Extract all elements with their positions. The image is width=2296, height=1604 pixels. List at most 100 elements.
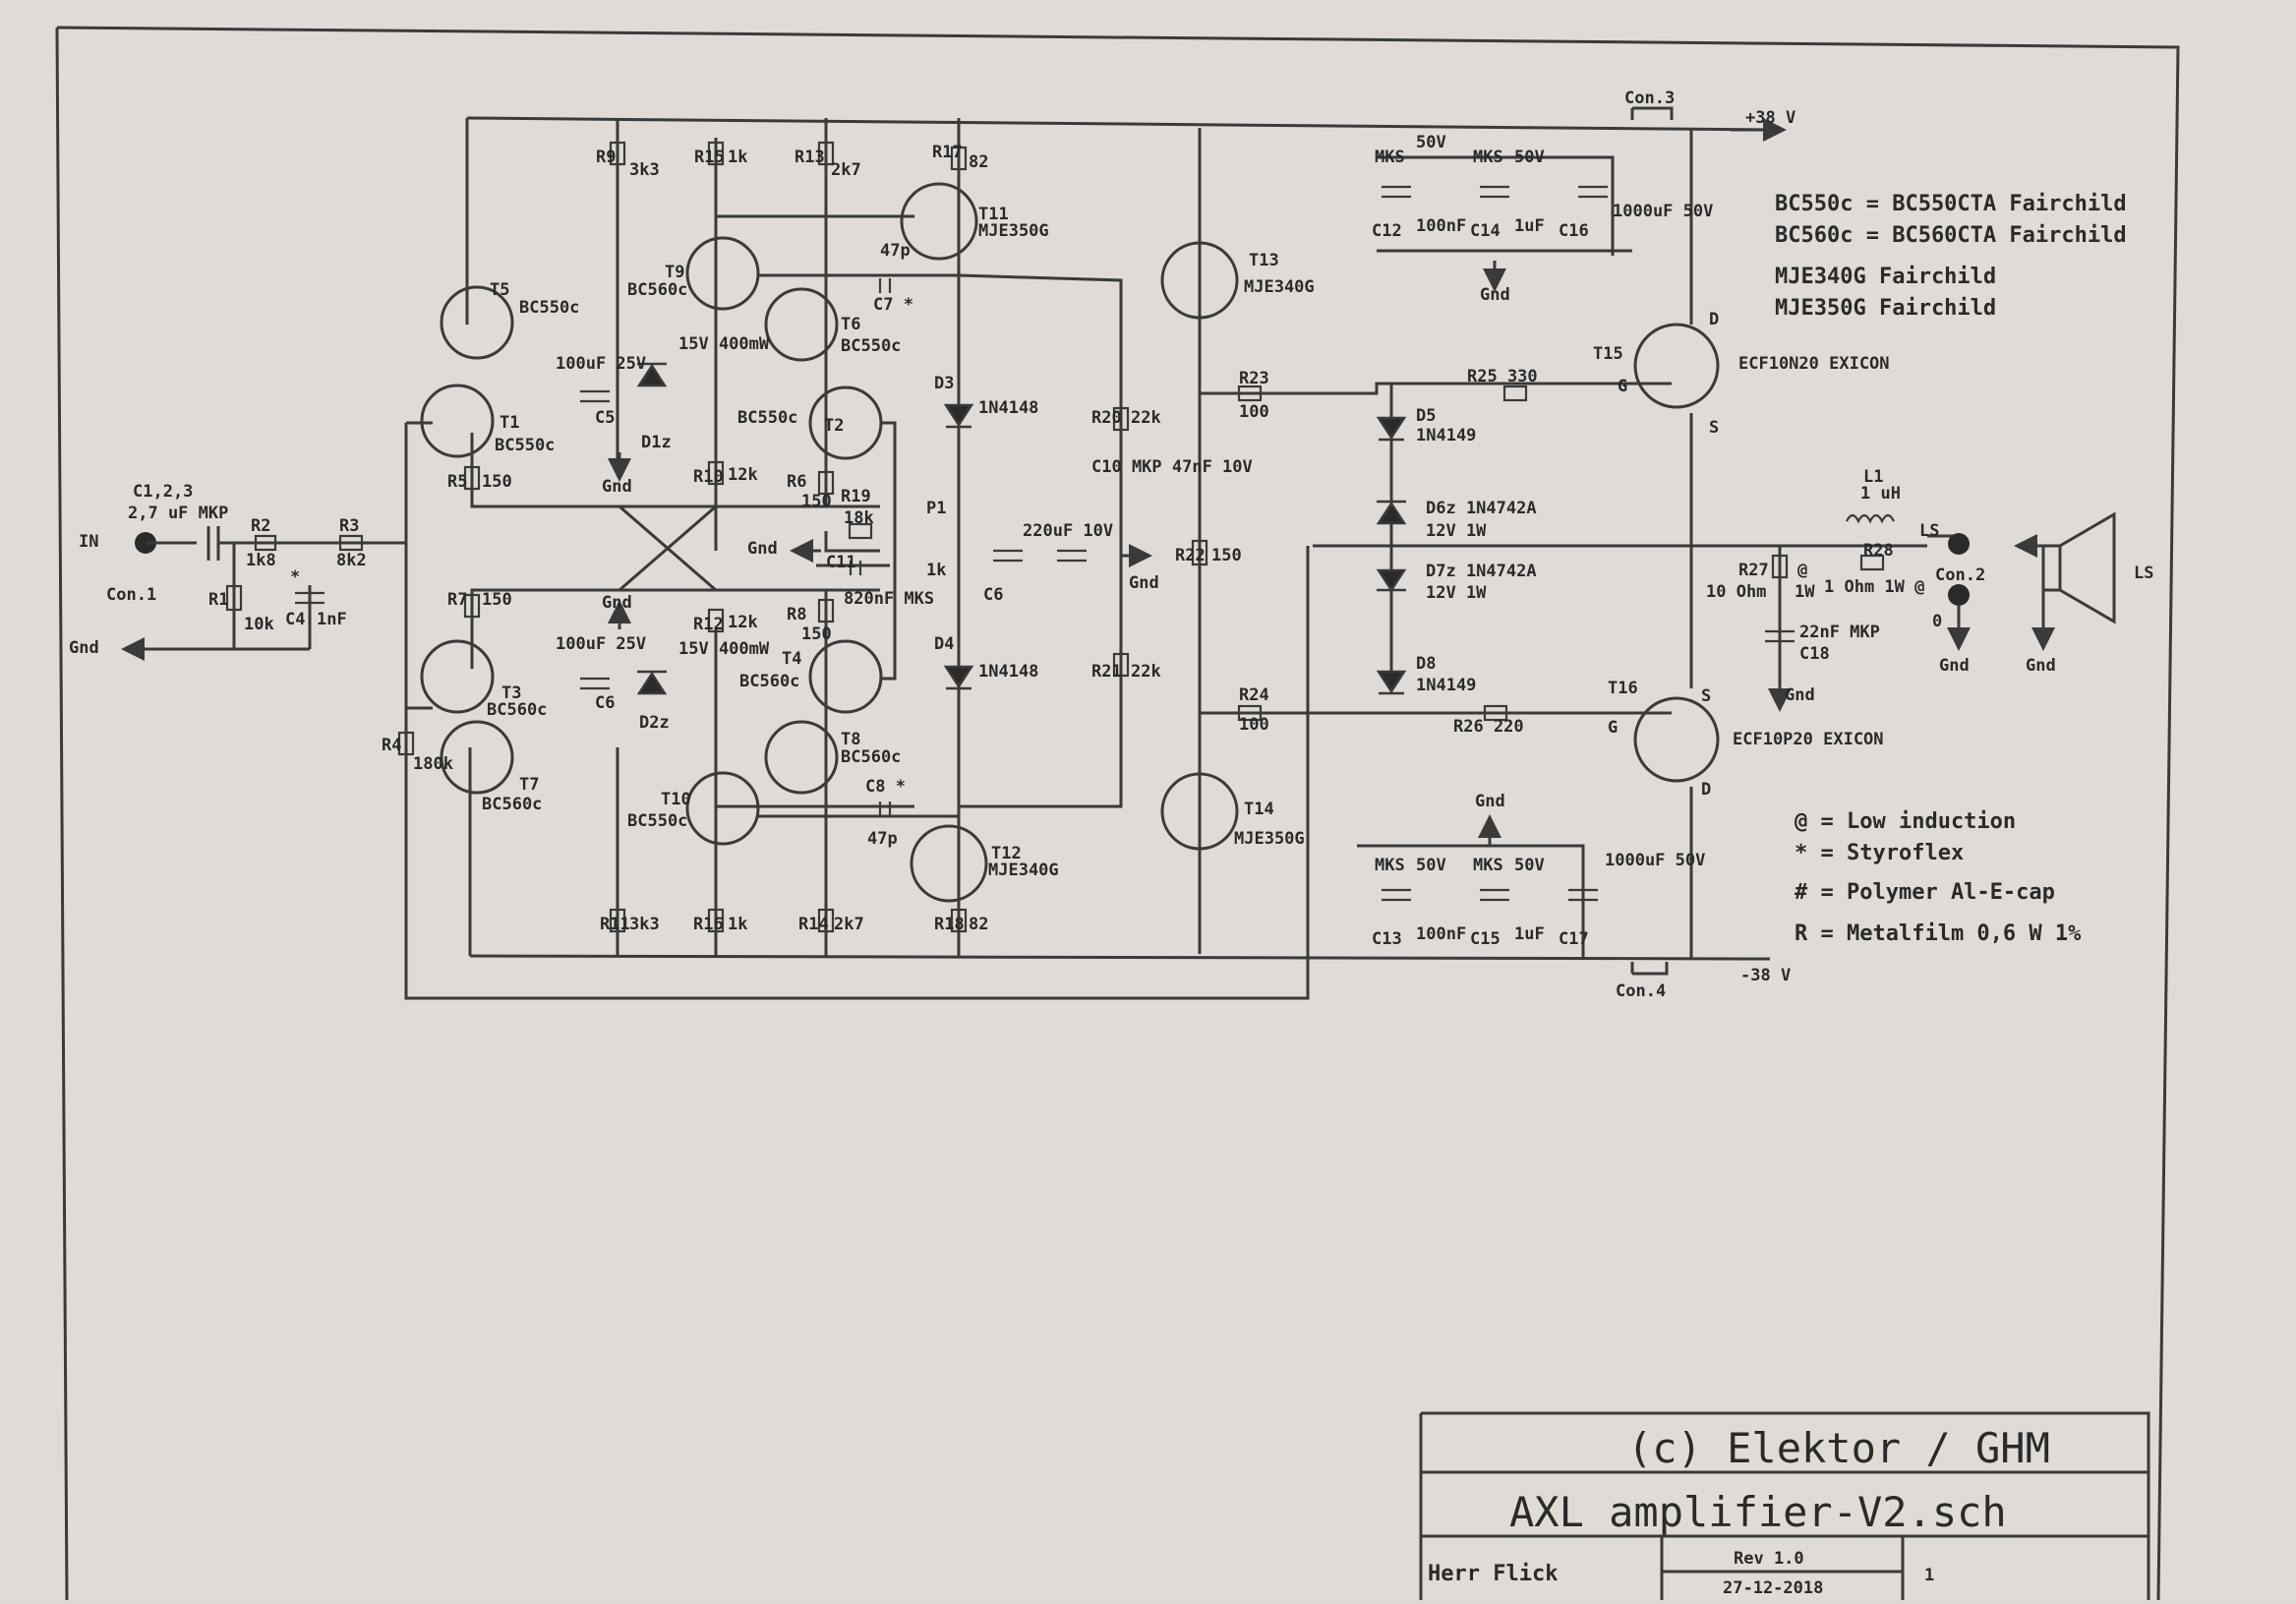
zero-label: 0	[1932, 612, 1942, 631]
resistor-r22	[1191, 539, 1208, 566]
equiv-note-1: BC560c = BC560CTA Fairchild	[1775, 223, 2127, 248]
diode-d4	[943, 665, 974, 690]
sheet-frame-left	[55, 27, 69, 1601]
capacitor-c14	[1480, 185, 1509, 199]
r17-label: R17	[932, 143, 963, 162]
connector-con3-bracket	[1630, 106, 1674, 120]
p1-value: 1k	[926, 561, 946, 580]
r23-label: R23	[1239, 369, 1269, 388]
transistor-t6	[764, 287, 839, 362]
connector-con3-label: Con.3	[1624, 89, 1675, 108]
r24-value: 100	[1239, 715, 1269, 735]
c4-value: 1nF	[317, 610, 347, 629]
legend-note-0: @ = Low induction	[1795, 809, 2016, 834]
r21-value: 22k	[1131, 662, 1161, 682]
transistor-t2	[808, 386, 883, 460]
c18-label: C18	[1799, 644, 1830, 664]
c6-feedback-value: 220uF 10V	[1023, 521, 1113, 541]
r7-value: 150	[482, 590, 512, 610]
capacitor-c5	[580, 389, 610, 403]
transistor-t8	[764, 720, 839, 795]
resistor-r25	[1502, 385, 1528, 402]
c6-feedback-label: C6	[983, 585, 1003, 605]
inductor-l1	[1846, 513, 1895, 524]
t12-label: T12	[991, 844, 1022, 863]
c13-voltage: 50V	[1416, 856, 1446, 875]
r3-label: R3	[339, 516, 359, 536]
r2-value: 1k8	[246, 551, 276, 570]
gnd-label-d2z: Gnd	[602, 593, 632, 613]
transistor-t10	[685, 771, 760, 846]
capacitor-c12	[1382, 185, 1411, 199]
resistor-r3	[338, 534, 364, 552]
capacitor-c18	[1765, 629, 1795, 643]
equiv-note-0: BC550c = BC550CTA Fairchild	[1775, 192, 2127, 216]
mosfet-t16	[1633, 696, 1720, 783]
resistor-r23	[1237, 385, 1263, 402]
r9-value: 3k3	[629, 160, 660, 180]
c12-mks: MKS	[1375, 148, 1405, 167]
r27-value: 10 Ohm	[1706, 582, 1766, 602]
resistor-r19	[848, 522, 873, 540]
sheet-frame	[56, 26, 2180, 1601]
copyright-text: (c) Elektor / GHM	[1627, 1424, 2050, 1472]
t3-type: BC560c	[487, 700, 547, 720]
t16-pin-d: D	[1701, 780, 1711, 800]
r12-label: R12	[693, 615, 724, 634]
ls-out-label: LS	[1919, 521, 1939, 541]
l1-label: L1	[1863, 467, 1883, 487]
negative-rail	[469, 954, 1771, 961]
r4-label: R4	[382, 736, 401, 755]
t16-pin-g: G	[1608, 718, 1618, 738]
c12-voltage: 50V	[1416, 133, 1446, 152]
r20-label: R20	[1091, 408, 1122, 428]
r27-label: R27	[1738, 561, 1769, 580]
c15-label: C15	[1470, 929, 1501, 949]
t6-label: T6	[841, 315, 860, 334]
connector-con1-label: Con.1	[106, 585, 156, 605]
resistor-r10	[707, 460, 725, 486]
resistor-r6	[817, 470, 835, 496]
c8-value: 47p	[867, 829, 898, 849]
transistor-t13	[1160, 241, 1239, 320]
gnd-label-c15: Gnd	[1475, 792, 1505, 811]
r8-label: R8	[787, 605, 806, 624]
c13-mks: MKS	[1375, 856, 1405, 875]
transistor-t11	[900, 182, 978, 261]
capacitor-c6-feedback	[993, 549, 1023, 563]
d6z-label: D6z 1N4742A	[1426, 499, 1537, 518]
t12-type: MJE340G	[988, 861, 1059, 880]
resistor-r7	[463, 593, 481, 619]
resistor-r12	[707, 608, 725, 633]
r28-value: 1 Ohm 1W @	[1824, 577, 1924, 597]
c13-value: 100nF	[1416, 924, 1466, 944]
d3-label: D3	[934, 374, 954, 393]
t4-label: T4	[782, 649, 801, 669]
connector-con2-label: Con.2	[1935, 565, 1985, 585]
output-terminal-ls	[1948, 533, 1970, 555]
gnd-label-d1z: Gnd	[602, 477, 632, 497]
resistor-r11	[609, 908, 626, 933]
r21-label: R21	[1091, 662, 1122, 682]
p1-label: P1	[926, 499, 946, 518]
r6-label: R6	[787, 472, 806, 492]
resistor-r4	[397, 731, 415, 756]
resistor-r26	[1483, 704, 1508, 722]
r3-value: 8k2	[336, 551, 367, 570]
d4-label: D4	[934, 634, 954, 654]
r5-value: 150	[482, 472, 512, 492]
t10-type: BC550c	[627, 811, 687, 831]
r1-label: R1	[208, 590, 228, 610]
input-label: IN	[79, 532, 98, 552]
r26-label: R26 220	[1453, 717, 1524, 737]
diode-d5	[1376, 416, 1407, 442]
c14-value: 1uF	[1514, 216, 1545, 236]
sheet-number: 1	[1924, 1566, 1934, 1585]
t3-label: T3	[501, 683, 521, 703]
output-terminal-0	[1948, 584, 1970, 606]
r11-value: 3k3	[629, 915, 660, 934]
t7-label: T7	[519, 775, 539, 795]
c16-value: 1000uF 50V	[1613, 202, 1713, 221]
